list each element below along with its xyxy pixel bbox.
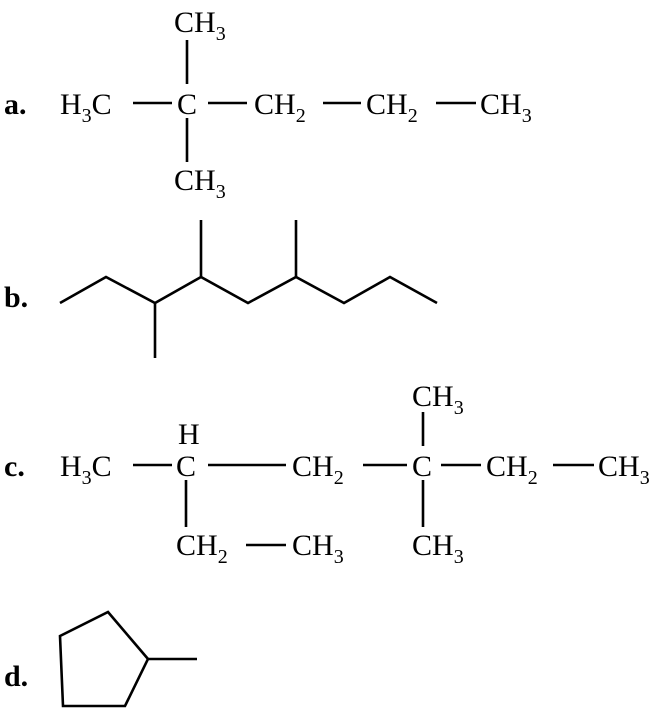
label-a: a. bbox=[4, 88, 27, 121]
group-c-c2: CH2 bbox=[292, 450, 344, 489]
label-c: c. bbox=[4, 450, 25, 483]
group-c-h: H bbox=[178, 418, 200, 451]
group-a-top: CH3 bbox=[174, 6, 226, 45]
label-b: b. bbox=[4, 281, 28, 314]
group-c-c1: C bbox=[176, 450, 196, 483]
group-a-bottom: CH3 bbox=[174, 164, 226, 203]
group-a-c4: CH3 bbox=[480, 88, 532, 127]
group-a-left: H3C bbox=[60, 88, 112, 127]
skeletal-chain-b bbox=[59, 275, 438, 305]
group-c-quat-top: CH3 bbox=[412, 380, 464, 419]
group-a-c2: CH2 bbox=[254, 88, 306, 127]
structure-b: b. bbox=[4, 220, 438, 358]
group-c-left: H3C bbox=[60, 450, 112, 489]
group-c-branch-ch3: CH3 bbox=[292, 529, 344, 568]
group-c-branch-ch2: CH2 bbox=[176, 529, 228, 568]
label-d: d. bbox=[4, 660, 28, 693]
structure-c: c. H H3C C CH2 C CH3 CH2 CH3 CH2 CH3 CH3 bbox=[4, 380, 650, 568]
structure-d: d. bbox=[4, 610, 197, 708]
group-c-c5: CH2 bbox=[486, 450, 538, 489]
group-a-center: C bbox=[177, 88, 197, 121]
group-c-quat-bottom: CH3 bbox=[412, 529, 464, 568]
cyclopentane-ring-d bbox=[58, 610, 150, 708]
group-c-quat: C bbox=[412, 450, 432, 483]
group-c-c6: CH3 bbox=[598, 450, 650, 489]
structure-a: a. CH3 H3C C CH2 CH2 CH3 CH3 bbox=[4, 6, 532, 203]
group-a-c3: CH2 bbox=[366, 88, 418, 127]
